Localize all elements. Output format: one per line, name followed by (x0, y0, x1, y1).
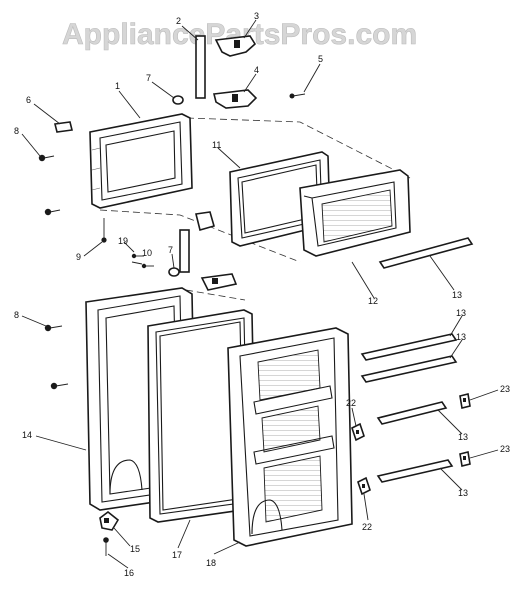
top-hinge (214, 35, 257, 57)
assembly-guide-lines (99, 117, 411, 301)
lower-bushing (168, 267, 180, 277)
center-hinge (213, 89, 258, 109)
callout-13-d: 13 (458, 432, 468, 442)
shelf-bar-4 (376, 401, 448, 425)
leader-lines (21, 19, 499, 569)
plug-button (54, 121, 73, 133)
freezer-door-frame (89, 113, 193, 209)
callout-18: 18 (206, 558, 216, 568)
callout-1: 1 (115, 81, 120, 91)
callout-17: 17 (172, 550, 182, 560)
shelf-clip-left-upper (351, 422, 365, 442)
shelf-bar-5 (376, 459, 454, 483)
bottom-hinge-screw (103, 537, 109, 556)
watermark: AppliancePartsPros.com (62, 18, 417, 51)
handle-screws (131, 253, 154, 269)
callout-7-upper: 7 (146, 73, 151, 83)
callout-7-lower: 7 (168, 245, 173, 255)
callout-13-c: 13 (456, 332, 466, 342)
callout-2: 2 (176, 16, 181, 26)
freezer-door-liner (299, 169, 411, 257)
callout-13-b: 13 (456, 308, 466, 318)
shelf-bar-top (378, 237, 474, 269)
callout-9: 9 (76, 252, 81, 262)
callout-22-upper: 22 (346, 398, 356, 408)
upper-hinge-pin (195, 35, 206, 99)
callout-22-lower: 22 (362, 522, 372, 532)
shelf-clip-right-lower (459, 451, 471, 467)
fresh-food-door-liner (227, 327, 353, 547)
bottom-hinge (99, 510, 120, 531)
callout-14: 14 (22, 430, 32, 440)
door-screw-upper (38, 154, 61, 216)
callout-15: 15 (130, 544, 140, 554)
callout-12: 12 (368, 296, 378, 306)
upper-bushing (172, 95, 184, 105)
callout-labels: 1 2 3 4 5 6 7 7 8 8 9 10 11 12 13 13 13 … (14, 11, 510, 578)
callout-19: 19 (118, 236, 128, 246)
callout-13-a: 13 (452, 290, 462, 300)
shelf-clip-right-upper (459, 393, 471, 409)
shelf-bar-2 (360, 333, 458, 361)
door-bottom-screw (101, 218, 107, 243)
shelf-bar-3 (360, 355, 458, 383)
callout-6: 6 (26, 95, 31, 105)
callout-13-e: 13 (458, 488, 468, 498)
door-screw-lower (44, 324, 69, 390)
lower-hinge-pin (179, 211, 215, 273)
callout-10: 10 (142, 248, 152, 258)
callout-11: 11 (212, 140, 221, 150)
callout-8-upper: 8 (14, 126, 19, 136)
hinge-screw (289, 93, 306, 99)
callout-16: 16 (124, 568, 134, 578)
callout-3: 3 (254, 11, 259, 21)
callout-8-lower: 8 (14, 310, 19, 320)
callout-5: 5 (318, 54, 323, 64)
callout-23-upper: 23 (500, 384, 510, 394)
shelf-clip-left-lower (357, 476, 371, 496)
lower-hinge-bracket (200, 273, 238, 291)
callout-4: 4 (254, 65, 259, 75)
callout-23-lower: 23 (500, 444, 510, 454)
